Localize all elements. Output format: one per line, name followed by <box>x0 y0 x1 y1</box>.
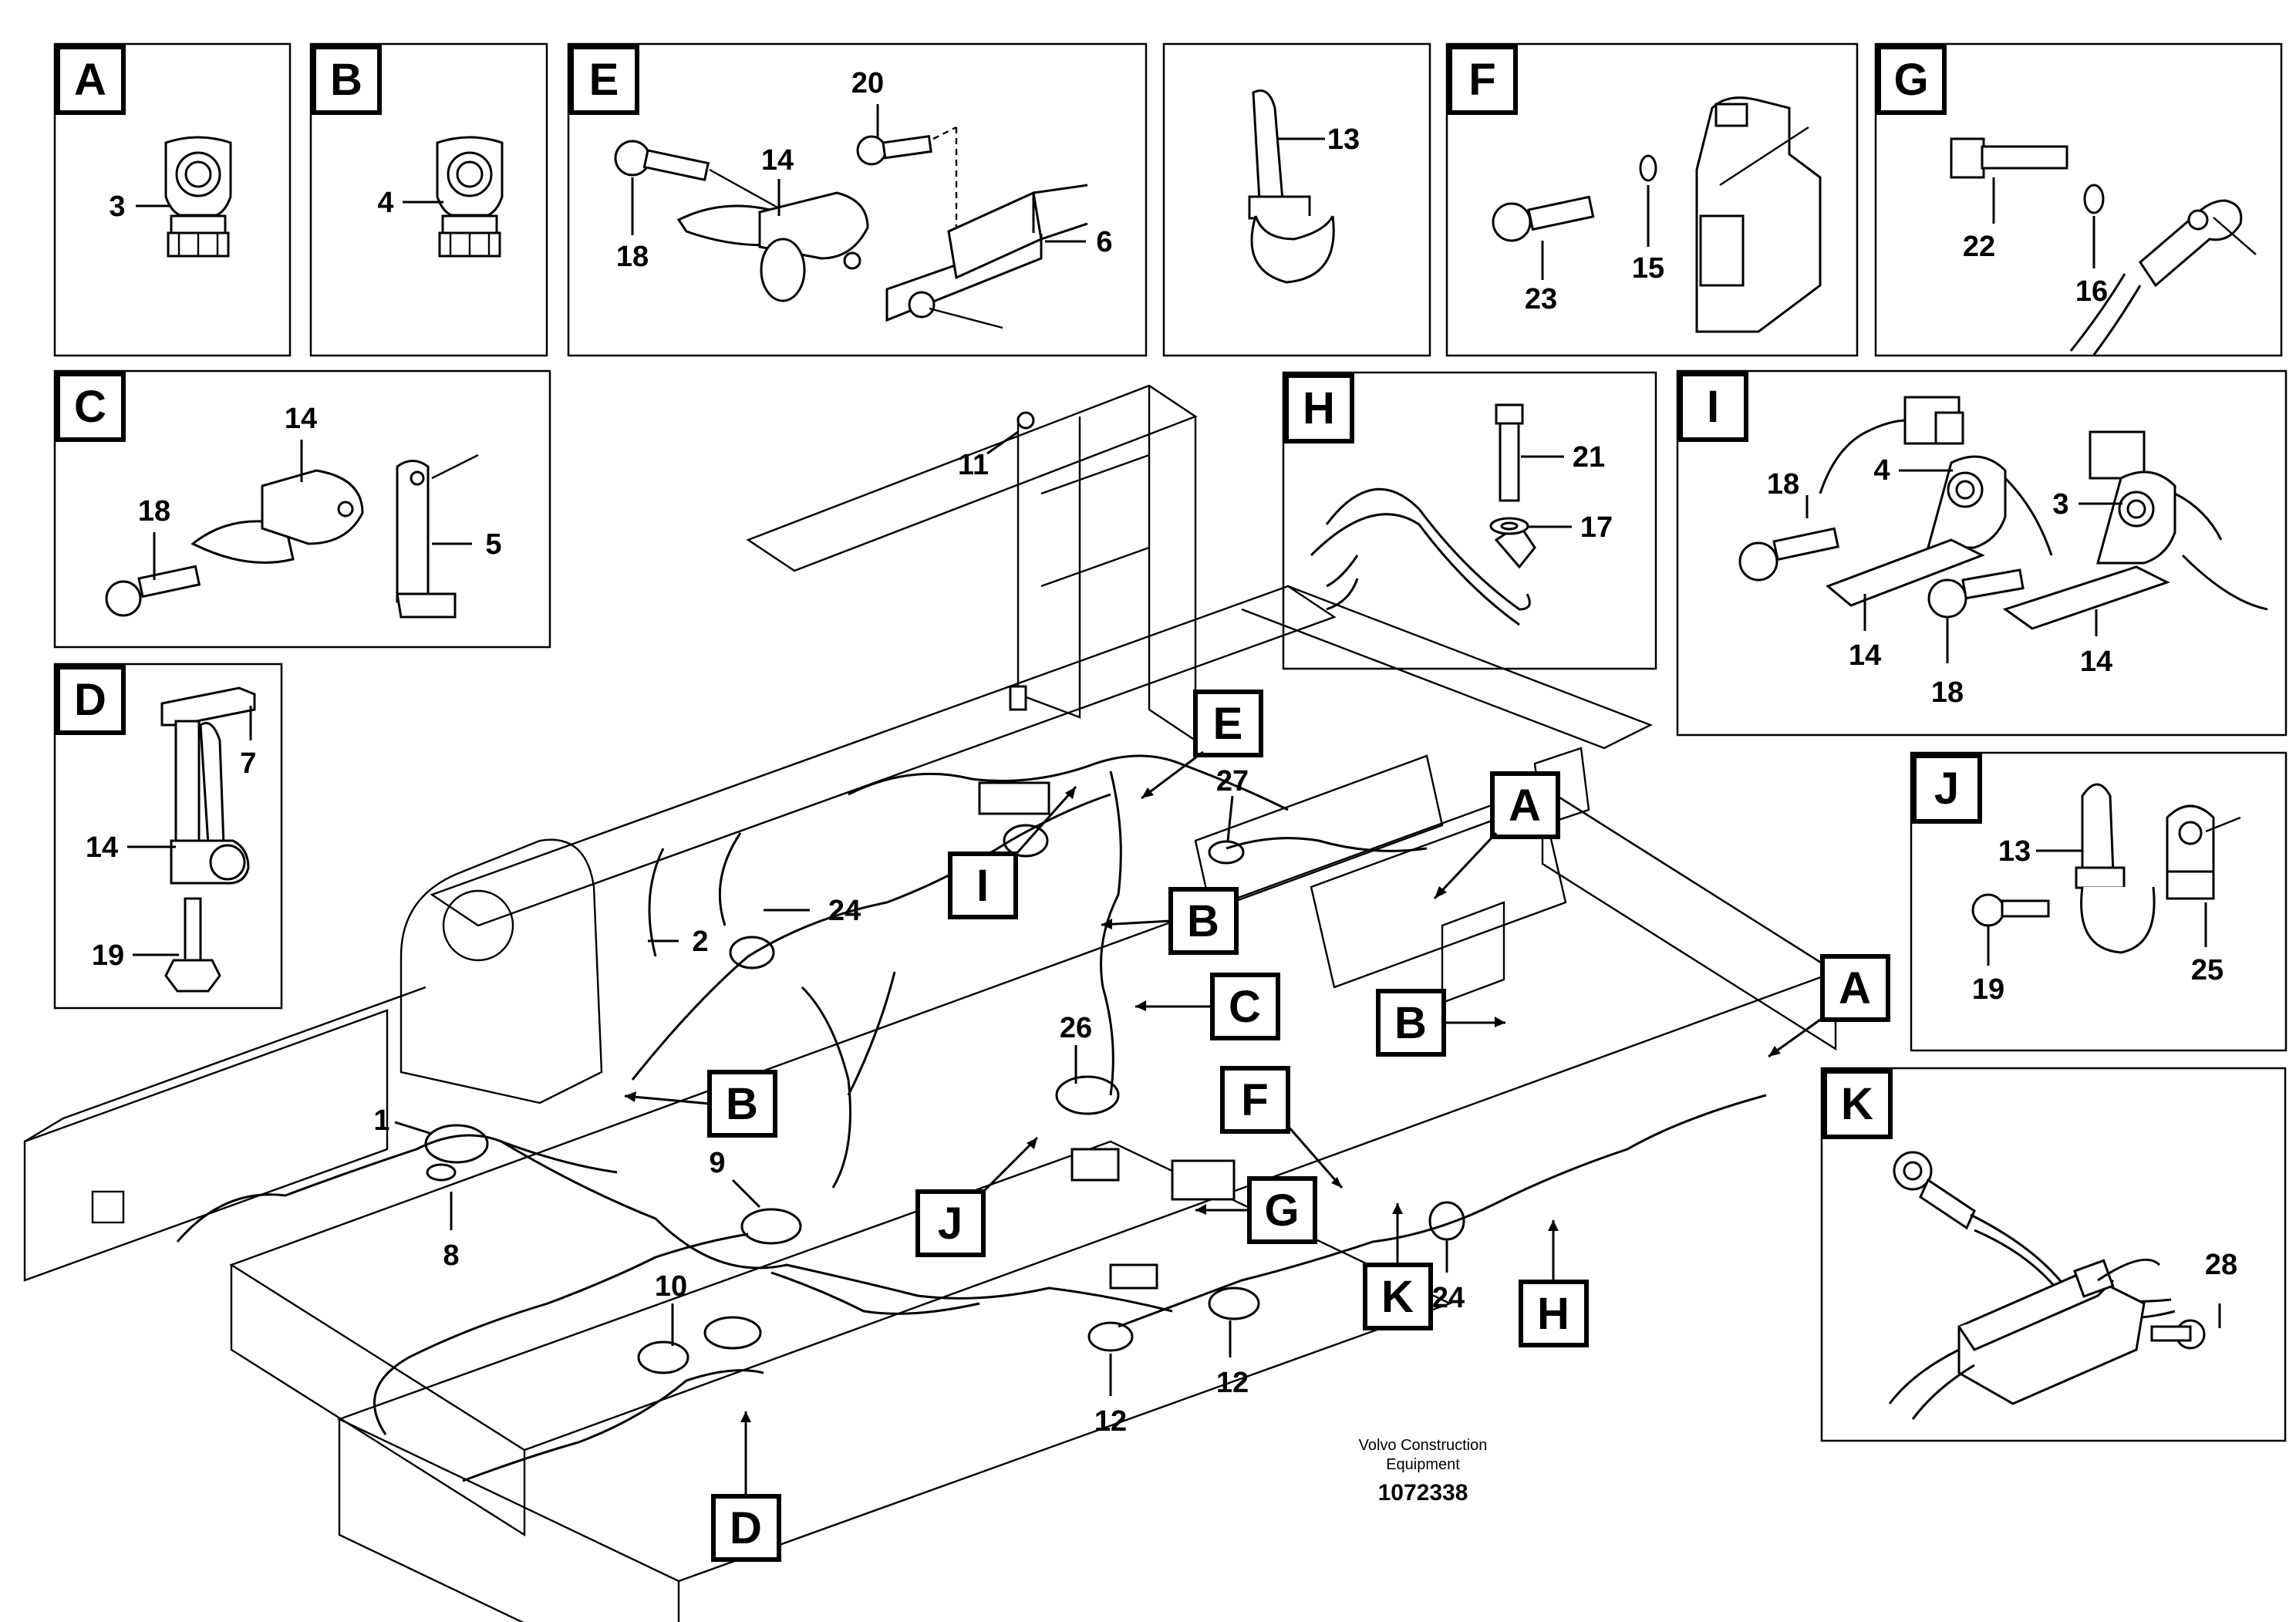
callout-main-1: 1 <box>373 1104 389 1137</box>
callout-i-14a: 14 <box>1849 639 1881 672</box>
callout-k-28: 28 <box>2205 1249 2237 1281</box>
callout-i-4: 4 <box>1873 454 1890 487</box>
flag-f: F <box>1241 1075 1268 1125</box>
callout-i-18a: 18 <box>1767 468 1799 501</box>
callout-c-5: 5 <box>485 528 501 561</box>
callout-d-19: 19 <box>92 939 124 972</box>
flag-c: C <box>1229 982 1261 1032</box>
callout-main-12b: 12 <box>1216 1367 1249 1399</box>
panel-h-frame <box>1282 371 1657 670</box>
panel-c-frame <box>53 369 551 649</box>
callout-main-11: 11 <box>958 449 989 481</box>
panel-i-letter: I <box>1707 382 1719 432</box>
panel-d-letter: D <box>74 675 106 725</box>
screw-washer-holder-f-drawing <box>1492 96 1822 333</box>
callout-g-22: 22 <box>1963 231 1995 263</box>
callout-g-16: 16 <box>2075 275 2108 308</box>
panel-j-frame <box>1910 751 2288 1052</box>
callout-main-2: 2 <box>692 926 708 958</box>
flag-a-top: A <box>1509 781 1541 831</box>
callout-e-14: 14 <box>761 144 794 177</box>
callout-main-9: 9 <box>709 1147 725 1179</box>
callout-main-12a: 12 <box>1094 1405 1127 1438</box>
main-frame-drawing <box>23 384 1838 1622</box>
connectors-grommets-i-drawing <box>1738 396 2268 630</box>
drawing-number: 1072338 <box>1378 1480 1468 1506</box>
flag-a-right: A <box>1839 963 1871 1013</box>
grommet-3-drawing <box>164 136 232 258</box>
panel-a-letter: A <box>74 55 106 105</box>
callout-f-15: 15 <box>1632 252 1664 285</box>
flag-k: K <box>1381 1272 1414 1322</box>
callout-main-26: 26 <box>1060 1012 1092 1044</box>
callout-main-24b: 24 <box>1432 1282 1465 1314</box>
panel-c-letter: C <box>74 382 106 432</box>
callout-b-4: 4 <box>377 187 393 219</box>
callout-a-3: 3 <box>109 191 125 223</box>
callout-h-21: 21 <box>1573 441 1605 474</box>
callout-i-3: 3 <box>2052 488 2068 521</box>
callout-e-20: 20 <box>851 67 884 99</box>
panel-h-letter: H <box>1303 383 1335 433</box>
panel-j-letter: J <box>1934 764 1959 814</box>
panel-d-frame <box>53 663 283 1010</box>
panel-i-frame <box>1676 369 2288 737</box>
panel-a-frame <box>53 42 292 357</box>
panel-g-frame <box>1874 42 2283 357</box>
callout-j-25: 25 <box>2191 954 2224 986</box>
flag-d: D <box>730 1503 762 1553</box>
flag-j: J <box>938 1199 963 1249</box>
panel-f-letter: F <box>1468 55 1495 105</box>
callout-c-18: 18 <box>138 495 170 528</box>
flag-e: E <box>1213 699 1243 749</box>
callout-main-10: 10 <box>655 1270 687 1303</box>
callout-j-19: 19 <box>1972 973 2004 1006</box>
flag-b-right: B <box>1394 998 1427 1048</box>
credit-line-2: Equipment <box>1386 1456 1460 1473</box>
callout-d-14: 14 <box>86 831 118 864</box>
panel-b-frame <box>309 42 548 357</box>
flag-b-left: B <box>726 1079 758 1129</box>
callout-e-6: 6 <box>1096 226 1112 258</box>
panel-13-frame <box>1162 42 1431 357</box>
callout-d-7: 7 <box>240 747 256 780</box>
tie-bracket-j-drawing <box>1971 783 2241 954</box>
callout-i-14b: 14 <box>2080 646 2112 678</box>
flag-i: I <box>976 861 989 911</box>
panel-e-frame <box>567 42 1148 357</box>
grommet-4-drawing <box>436 136 504 258</box>
clamp-bracket-c-drawing <box>105 454 479 619</box>
callout-f-23: 23 <box>1525 283 1557 315</box>
flag-g: G <box>1264 1185 1299 1236</box>
panel-k-letter: K <box>1841 1079 1873 1129</box>
flag-h: H <box>1537 1289 1569 1339</box>
callout-main-8: 8 <box>443 1239 459 1272</box>
bolt-washer-terminal-g-drawing <box>1950 137 2257 356</box>
cable-tie-13-drawing <box>1248 89 1335 284</box>
callout-e-18: 18 <box>616 241 649 273</box>
callout-tie-13: 13 <box>1327 123 1360 156</box>
callout-c-14: 14 <box>285 403 317 435</box>
terminal-connector-k-drawing <box>1888 1151 2206 1420</box>
callout-h-17: 17 <box>1580 511 1613 544</box>
panel-e-letter: E <box>589 55 619 105</box>
credit-line-1: Volvo Construction <box>1359 1437 1488 1454</box>
bracket-clamp-d-drawing <box>160 686 256 993</box>
callout-main-24a: 24 <box>828 895 861 927</box>
panel-b-letter: B <box>330 55 362 105</box>
panel-k-frame <box>1820 1067 2287 1442</box>
panel-g-letter: G <box>1893 55 1928 105</box>
callout-i-18b: 18 <box>1931 676 1964 709</box>
bracket-clamp-e-drawing <box>614 126 1088 329</box>
callout-j-13: 13 <box>1998 835 2031 868</box>
callout-main-27: 27 <box>1216 765 1249 798</box>
panel-f-frame <box>1445 42 1859 357</box>
bolt-washer-cable-h-drawing <box>1310 403 1536 626</box>
flag-b-center: B <box>1187 896 1219 946</box>
